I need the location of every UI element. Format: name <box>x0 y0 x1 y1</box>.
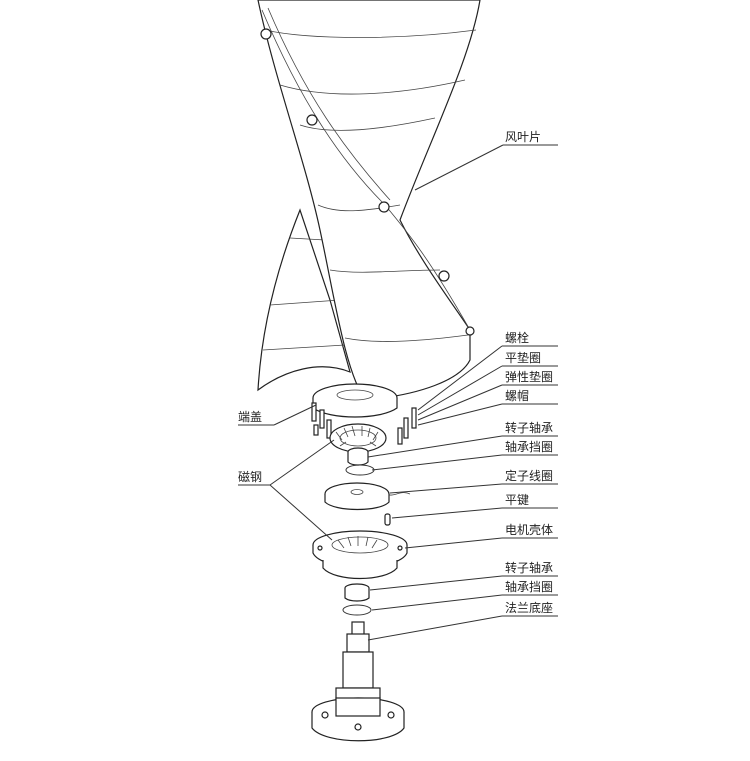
bearing-retainer-bottom <box>342 604 372 616</box>
part-labels: 风叶片 螺栓 平垫圈 弹性垫圈 螺帽 端盖 转子轴承 轴承挡圈 磁钢 定子线圈 … <box>238 130 553 615</box>
label-bearing-retainer-bottom: 轴承挡圈 <box>505 579 553 594</box>
label-motor-housing: 电机壳体 <box>505 523 553 537</box>
motor-housing <box>312 530 408 580</box>
label-nut: 螺帽 <box>505 388 529 403</box>
label-rotor-bearing-top: 转子轴承 <box>505 420 553 435</box>
label-bolt: 螺栓 <box>505 330 529 345</box>
bolt-set-left <box>311 402 332 439</box>
label-rotor-bearing-bottom: 转子轴承 <box>505 560 553 575</box>
end-cap <box>312 383 398 418</box>
label-flat-key: 平键 <box>505 493 529 507</box>
bolt-set-right <box>397 407 417 445</box>
label-flat-washer: 平垫圈 <box>505 350 541 365</box>
rotor-bearing-bottom <box>344 583 370 602</box>
rotor-bearing-top <box>347 447 369 466</box>
label-bearing-retainer-top: 轴承挡圈 <box>505 439 553 454</box>
flange-base <box>311 621 405 742</box>
label-flange-base: 法兰底座 <box>505 600 553 615</box>
label-end-cap: 端盖 <box>238 410 262 424</box>
leader-lines <box>238 144 558 641</box>
flat-key <box>384 513 391 526</box>
label-stator-coil: 定子线圈 <box>505 468 553 483</box>
bearing-retainer-top <box>345 464 375 476</box>
label-magnet: 磁钢 <box>238 469 262 484</box>
stator-coil <box>324 482 411 511</box>
wind-blades <box>257 0 481 401</box>
label-spring-washer: 弹性垫圈 <box>505 369 553 384</box>
label-blade: 风叶片 <box>505 130 541 144</box>
